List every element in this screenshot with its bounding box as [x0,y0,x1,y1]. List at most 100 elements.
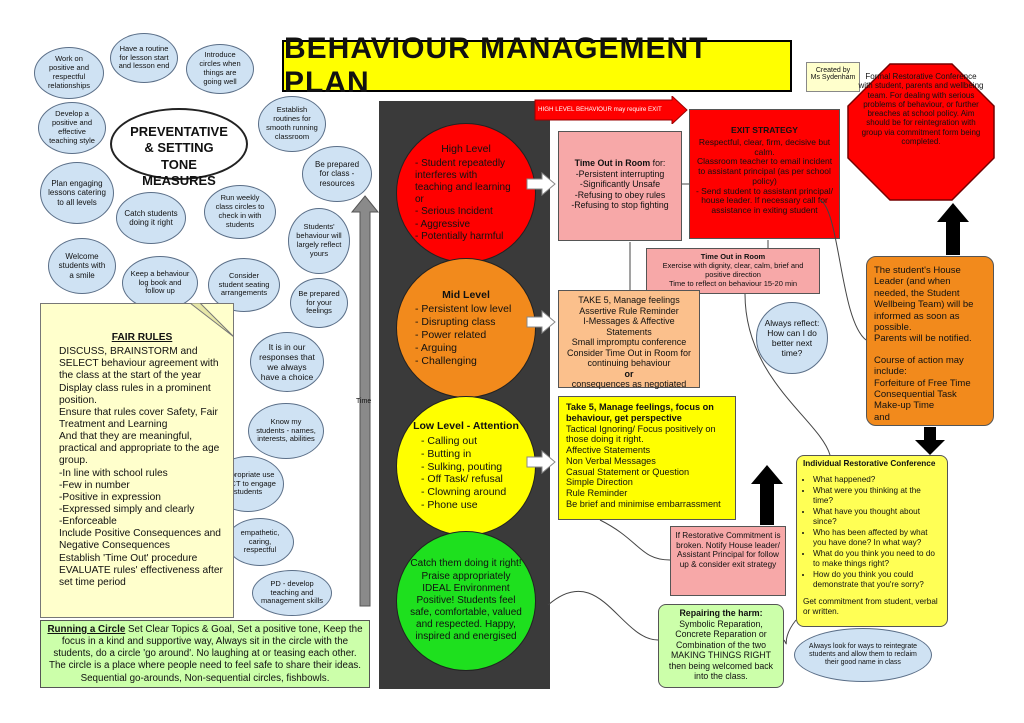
mid-level-item: - Disrupting class [415,316,496,329]
low-level-item: - Phone use [421,498,478,511]
take5-low-item: Non Verbal Messages [566,455,656,466]
low-level-item: - Sulking, pouting [421,460,503,473]
low-level-item: - Off Task/ refusal [421,473,503,486]
take5-low-item: Casual Statement or Question [566,466,690,477]
light-low-heading: Low Level - Attention [413,420,519,433]
restorative-question-item: What were you thinking at the time? [813,486,941,505]
cloud-establish-routines: Establish routines for smooth running cl… [258,96,326,152]
exit-strategy-list: Respectful, clear, firm, decisive but ca… [695,136,834,216]
fair-rules-note: FAIR RULES DISCUSS, BRAINSTORM and SELEC… [40,303,234,618]
individual-restorative-questions: What happened?What were you thinking at … [803,475,941,590]
high-level-item: - Potentially harmful [415,230,504,242]
time-out-item: -Persistent interrupting [575,168,665,179]
high-level-banner-arrow [534,96,688,124]
repairing-box: Repairing the harm: Symbolic Reparation,… [658,604,784,688]
take5-low-item: Be brief and minimise embarrassment [566,498,721,509]
fair-rule-item: Ensure that rules cover Safety, Fair Tre… [59,406,218,430]
take5-low-list: Tactical Ignoring/ Focus positively on t… [566,424,728,510]
time-out-box: Time Out in Room for: -Persistent interr… [558,131,682,241]
take5-mid-item: Assertive Rule Reminder [579,305,679,316]
take5-mid-item: I-Messages & Affective Statements [583,316,675,337]
time-out-small-line2: Time to reflect on behaviour 15-20 min [668,278,798,288]
cloud-routine-lesson: Have a routine for lesson start and less… [110,33,178,83]
mid-level-item: - Challenging [415,354,477,367]
running-circle-heading: Running a Circle [47,624,126,635]
take5-mid-or: or [624,368,634,379]
repairing-heading: Repairing the harm: [679,608,763,618]
take5-low-heading: Take 5, Manage feelings, focus on behavi… [566,402,714,423]
take5-mid-item: TAKE 5, Manage feelings [578,295,680,305]
cloud-work-positive: Work on positive and respectful relation… [34,47,104,99]
arrow-up-commitment [751,465,783,525]
exit-strategy-heading: EXIT STRATEGY [731,125,798,135]
time-out-item: -Refusing to obey rules [574,189,666,200]
cloud-log-book: Keep a behaviour log book and follow up [122,256,198,310]
cloud-run-weekly: Run weekly class circles to check in wit… [204,185,276,239]
fair-rule-item: DISCUSS, BRAINSTORM and SELECT behaviour… [59,346,219,382]
light-mid-list: - Persistent low level- Disrupting class… [415,303,517,367]
fair-rule-item: -Expressed simply and clearly [59,503,195,515]
exit-strategy-item: - Send student to assistant principal/ h… [695,185,834,216]
restorative-question-item: How do you think you could demonstrate t… [813,570,941,589]
house-leader-course: Course of action may include:Forfeiture … [874,355,986,423]
restorative-question-item: What do you think you need to do to make… [813,549,941,568]
cloud-introduce-circles: Introduce circles when things are going … [186,44,254,94]
fair-rule-item: Establish 'Time Out' procedure [59,552,198,564]
take5-low-item: Affective Statements [566,445,651,456]
fair-rule-item: -Positive in expression [59,491,161,503]
cloud-be-prepared-feelings: Be prepared for your feelings [290,278,348,328]
cloud-plan-lessons: Plan engaging lessons catering to all le… [40,162,114,224]
fair-rule-item: -In line with school rules [59,467,168,479]
fair-rules-heading: FAIR RULES [111,332,173,343]
cloud-students-behaviour: Students' behaviour will largely reflect… [288,208,350,274]
fair-rules-fold [190,303,234,337]
cloud-be-prepared-resources: Be prepared for class - resources [302,146,372,202]
time-out-heading: Time Out in Room [574,158,651,168]
house-leader-item: Parents will be notified. [874,333,972,345]
high-level-item: - Aggressive [415,218,471,230]
restorative-question-item: What have you thought about since? [813,507,941,526]
preventative-heading: PREVENTATIVE & SETTING TONE MEASURES [110,108,248,188]
individual-restorative-heading: Individual Restorative Conference [803,459,936,468]
commitment-broken-box: If Restorative Commitment is broken. Not… [670,526,786,596]
mid-level-item: - Arguing [415,341,458,354]
course-of-action-item: Consequential Task [874,388,957,400]
fair-rule-item: -Enforceable [59,516,117,528]
exit-strategy-box: EXIT STRATEGY Respectful, clear, firm, d… [689,109,840,239]
course-of-action-item: and [874,411,890,423]
arrow-mid-to-take5 [526,310,556,334]
time-out-small-line1: Exercise with dignity, clear, calm, brie… [662,260,804,279]
light-mid: Mid Level - Persistent low level- Disrup… [396,258,536,398]
formal-restorative-shape [847,63,995,201]
light-high-list: - Student repeatedly interferes with tea… [415,158,517,243]
light-low-list: - Calling out- Butting in- Sulking, pout… [413,435,519,512]
low-level-item: - Clowning around [421,486,507,499]
restorative-question-item: Who has been affected by what you have d… [813,528,941,547]
cloud-pd: PD - develop teaching and management ski… [252,570,332,616]
exit-strategy-item: Respectful, clear, firm, decisive but ca… [698,136,831,157]
time-arrow [350,195,380,607]
course-of-action-item: Forfeiture of Free Time [874,377,971,389]
individual-restorative-footer: Get commitment from student, verbal or w… [803,597,938,616]
take5-low-box: Take 5, Manage feelings, focus on behavi… [558,396,736,520]
created-by-note: Created by Ms Sydenham [806,62,860,92]
fair-rule-item: Include Positive Consequences and Negati… [59,528,221,552]
arrow-low-to-take5 [526,450,556,474]
time-out-item: -Refusing to stop fighting [571,200,669,211]
time-out-small-heading: Time Out in Room [700,252,766,261]
mid-level-item: - Power related [415,329,487,341]
high-level-banner-text: HIGH LEVEL BEHAVIOUR may require EXIT [538,106,662,113]
exit-strategy-item: Classroom teacher to email incident to a… [696,156,833,186]
time-out-suffix: for: [650,158,666,168]
take5-mid-item: Consider Time Out in Room for continuing… [566,347,692,369]
house-leader-lines: The student's House Leader (and when nee… [874,265,986,345]
cloud-welcome: Welcome students with a smile [48,238,116,294]
take5-mid-last: consequences as negotiated [571,379,687,390]
arrow-high-to-timeout [526,172,556,196]
light-low: Low Level - Attention - Calling out- But… [396,396,536,536]
time-out-small-box: Time Out in Room Exercise with dignity, … [646,248,820,294]
fair-rule-item: -Few in number [59,479,130,491]
light-high-heading: High Level [441,142,491,155]
